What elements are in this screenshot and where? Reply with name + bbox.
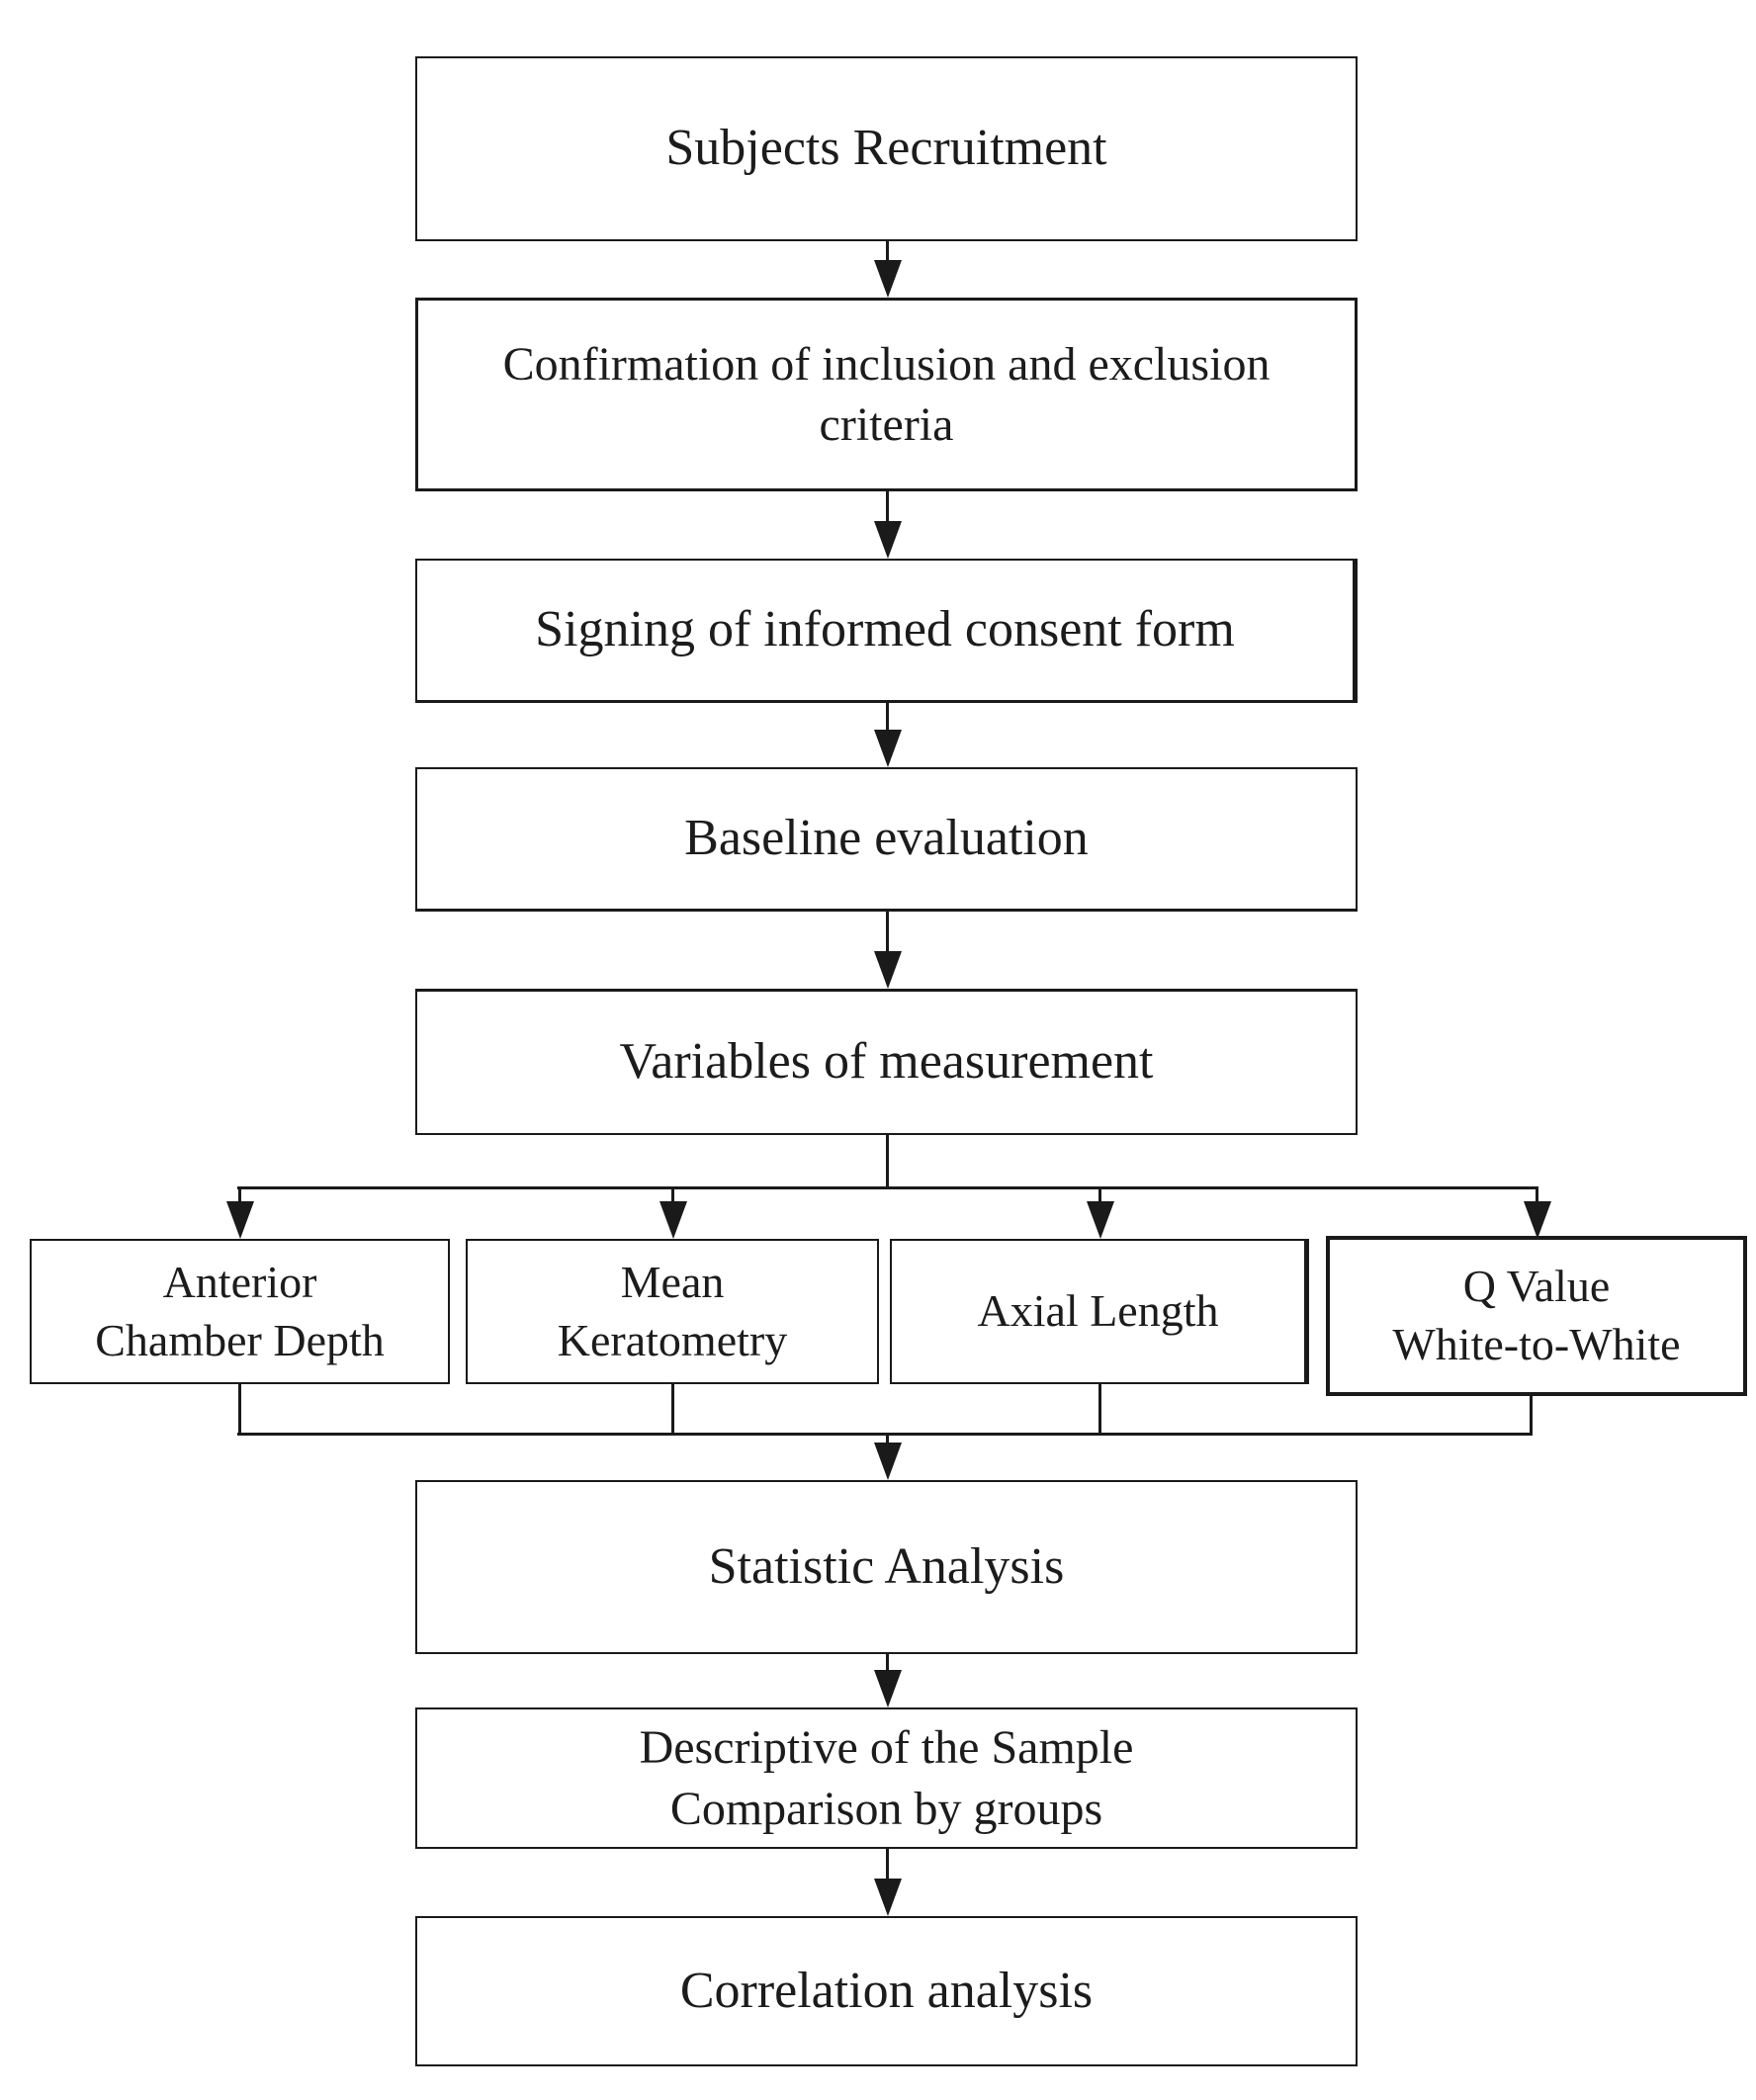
node-label-line2: White-to-White (1392, 1319, 1681, 1369)
node-label: Axial Length (977, 1285, 1219, 1337)
node-mean-keratometry: Mean Keratometry (466, 1239, 879, 1384)
node-label: Variables of measurement (619, 1033, 1154, 1091)
node-label-line1: Anterior (162, 1256, 317, 1307)
node-anterior-chamber-depth: Anterior Chamber Depth (30, 1239, 450, 1384)
node-label: Statistic Analysis (708, 1537, 1065, 1595)
collector-stub-line (238, 1384, 241, 1436)
arrow-down-icon (886, 1436, 889, 1443)
node-label: Subjects Recruitment (665, 120, 1107, 177)
node-q-value-white-to-white: Q Value White-to-White (1326, 1236, 1747, 1396)
arrow-down-icon (886, 1654, 889, 1670)
node-label-line1: Q Value (1462, 1261, 1611, 1312)
node-informed-consent: Signing of informed consent form (415, 559, 1358, 703)
collector-stub-line (671, 1384, 674, 1436)
arrow-down-icon (886, 491, 889, 521)
collector-stub-line (1530, 1396, 1533, 1436)
node-correlation-analysis: Correlation analysis (415, 1916, 1358, 2066)
arrow-down-icon (886, 703, 889, 730)
node-statistic-analysis: Statistic Analysis (415, 1480, 1358, 1654)
arrow-down-icon (886, 1849, 889, 1879)
arrow-down-icon (886, 241, 889, 260)
node-inclusion-exclusion-criteria: Confirmation of inclusion and exclusion … (415, 298, 1358, 491)
node-baseline-evaluation: Baseline evaluation (415, 767, 1358, 912)
node-subjects-recruitment: Subjects Recruitment (415, 56, 1358, 241)
branch-distribution-line (237, 1186, 1538, 1189)
node-label-line2: Chamber Depth (95, 1314, 385, 1365)
collector-stub-line (1098, 1384, 1101, 1436)
node-label-line1: Confirmation of inclusion and exclusion (502, 337, 1271, 391)
node-label-line2: Comparison by groups (669, 1782, 1103, 1835)
arrow-down-icon (1098, 1188, 1101, 1201)
node-label: Baseline evaluation (684, 810, 1089, 867)
node-label-line1: Mean (620, 1256, 725, 1307)
node-label-line2: Keratometry (557, 1314, 788, 1365)
arrow-down-icon (238, 1188, 241, 1201)
branch-stem-line (886, 1135, 889, 1188)
node-label: Signing of informed consent form (535, 601, 1235, 658)
collector-line (237, 1433, 1533, 1436)
node-axial-length: Axial Length (890, 1239, 1309, 1384)
node-label-line1: Descriptive of the Sample (639, 1721, 1134, 1775)
node-label-line2: criteria (819, 398, 954, 451)
node-variables-of-measurement: Variables of measurement (415, 989, 1358, 1135)
arrow-down-icon (671, 1188, 674, 1201)
arrow-down-icon (1536, 1188, 1538, 1201)
node-label: Correlation analysis (679, 1962, 1094, 2019)
arrow-down-icon (886, 912, 889, 951)
node-descriptive-comparison: Descriptive of the Sample Comparison by … (415, 1707, 1358, 1849)
